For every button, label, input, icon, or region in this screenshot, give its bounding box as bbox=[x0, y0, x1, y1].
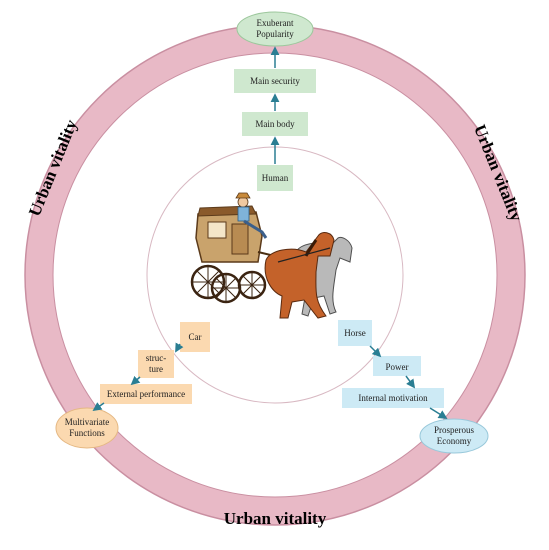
wheel-rear-spokes bbox=[192, 266, 224, 298]
box-main-body bbox=[242, 112, 308, 136]
wheel-mid-spokes bbox=[212, 274, 240, 302]
stagecoach-with-horses-illustration bbox=[190, 192, 353, 319]
label-structure-line1: struc- bbox=[146, 353, 167, 363]
box-internal-motivation bbox=[342, 388, 444, 408]
goal-top-line1: Exuberant bbox=[257, 18, 294, 28]
label-horse: Horse bbox=[344, 328, 366, 338]
coach-door bbox=[231, 223, 249, 255]
label-internal-motivation: Internal motivation bbox=[358, 393, 428, 403]
box-main-security bbox=[234, 69, 316, 93]
label-main-body: Main body bbox=[255, 119, 295, 129]
arrow-motivation-to-goal bbox=[429, 407, 448, 419]
driver-body bbox=[237, 206, 250, 222]
coach-body bbox=[195, 211, 263, 263]
horse-brown bbox=[264, 232, 335, 319]
goal-ellipse-right bbox=[419, 418, 489, 454]
coach-window bbox=[207, 221, 227, 239]
label-main-security: Main security bbox=[250, 76, 300, 86]
goal-right-line1: Prosperous bbox=[434, 425, 474, 435]
goal-ellipse-top bbox=[236, 11, 314, 47]
right-chain: Horse Power Internal motivation Prospero… bbox=[338, 320, 489, 454]
box-human bbox=[257, 165, 293, 191]
driver-hat bbox=[235, 192, 251, 199]
arrow-horse-to-power bbox=[369, 345, 382, 358]
goal-ellipse-left bbox=[55, 407, 119, 449]
arrow-external-to-goal bbox=[92, 402, 105, 412]
horse-brown-mane bbox=[304, 239, 318, 257]
box-external-performance bbox=[100, 384, 192, 404]
label-power: Power bbox=[386, 362, 409, 372]
label-human: Human bbox=[262, 173, 289, 183]
goal-top-line2: Popularity bbox=[256, 29, 294, 39]
arrow-structure-to-external bbox=[130, 375, 141, 386]
arrow-power-to-motivation bbox=[405, 375, 416, 389]
driver-legs bbox=[243, 219, 268, 239]
top-chain: Exuberant Popularity Main security Main … bbox=[234, 11, 316, 191]
label-external-performance: External performance bbox=[107, 389, 185, 399]
horse-harness bbox=[277, 247, 331, 263]
box-structure bbox=[138, 350, 174, 378]
box-car bbox=[180, 322, 210, 352]
goal-left-line1: Multivariate bbox=[65, 417, 110, 427]
goal-right-line2: Economy bbox=[437, 436, 472, 446]
label-car: Car bbox=[189, 332, 202, 342]
goal-left-line2: Functions bbox=[69, 428, 105, 438]
wheel-front-spokes bbox=[239, 272, 265, 298]
arrow-car-to-structure bbox=[175, 342, 184, 353]
driver-head bbox=[237, 196, 249, 208]
ring-label-bottom: Urban vitality bbox=[224, 509, 327, 528]
left-chain: Car struc- ture External performance Mul… bbox=[55, 322, 210, 449]
label-structure-line2: ture bbox=[149, 364, 163, 374]
box-horse bbox=[338, 320, 372, 346]
box-power bbox=[373, 356, 421, 376]
